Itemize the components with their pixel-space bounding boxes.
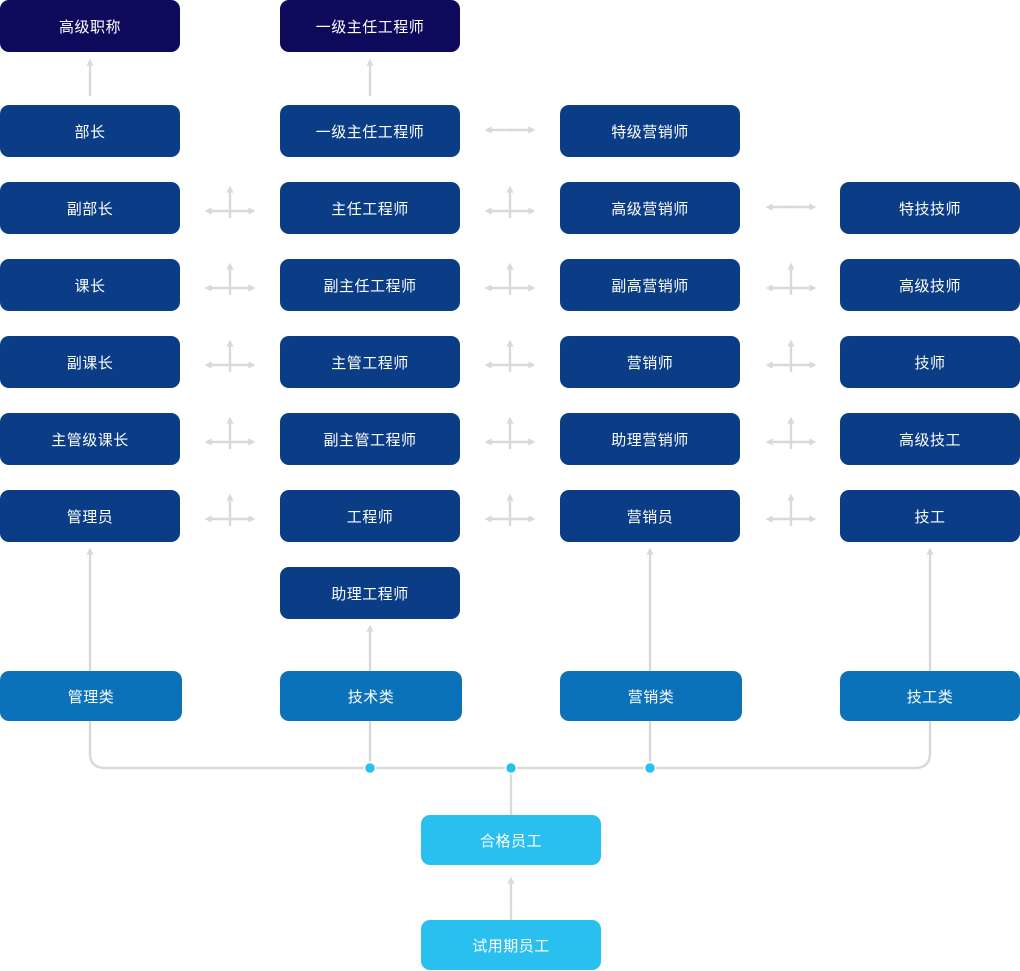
capstone-node-senior-title[interactable]: 高级职称 [0, 0, 180, 52]
node-label: 副主管工程师 [323, 431, 417, 449]
ladder-node-craft-r2[interactable]: 高级技师 [840, 259, 1020, 311]
ladder-node-management-r5[interactable]: 管理员 [0, 490, 180, 542]
node-label: 一级主任工程师 [315, 18, 425, 36]
category-node-marketing[interactable]: 营销类 [560, 671, 742, 721]
ladder-node-marketing-r3[interactable]: 营销师 [560, 336, 740, 388]
ladder-node-craft-r3[interactable]: 技师 [840, 336, 1020, 388]
ladder-node-technical-r1[interactable]: 主任工程师 [280, 182, 460, 234]
ladder-node-craft-r5[interactable]: 技工 [840, 490, 1020, 542]
ladder-node-craft-r1[interactable]: 特技技师 [840, 182, 1020, 234]
ladder-node-craft-r4[interactable]: 高级技工 [840, 413, 1020, 465]
ladder-node-technical-r5[interactable]: 工程师 [280, 490, 460, 542]
node-label: 高级职称 [58, 18, 121, 36]
entry-node-qualified-employee[interactable]: 合格员工 [421, 815, 601, 865]
ladder-node-technical-r2[interactable]: 副主任工程师 [280, 259, 460, 311]
node-label: 副主任工程师 [323, 277, 417, 295]
node-label: 副部长 [66, 200, 114, 218]
ladder-node-technical-r4[interactable]: 副主管工程师 [280, 413, 460, 465]
node-label: 副高营销师 [611, 277, 689, 295]
node-label: 部长 [74, 123, 106, 141]
ladder-node-marketing-r4[interactable]: 助理营销师 [560, 413, 740, 465]
ladder-node-technical-r0[interactable]: 一级主任工程师 [280, 105, 460, 157]
ladder-node-management-r0[interactable]: 部长 [0, 105, 180, 157]
node-label: 主管级课长 [51, 431, 129, 449]
node-label: 合格员工 [479, 832, 542, 850]
category-label: 营销类 [627, 688, 675, 706]
node-label: 技工 [914, 508, 946, 526]
node-label: 技师 [914, 354, 946, 372]
ladder-node-marketing-r5[interactable]: 营销员 [560, 490, 740, 542]
node-label: 营销师 [626, 354, 674, 372]
node-label: 管理员 [66, 508, 114, 526]
capstone-node-chief-engineer-level1[interactable]: 一级主任工程师 [280, 0, 460, 52]
node-label: 高级技工 [898, 431, 961, 449]
ladder-node-marketing-r0[interactable]: 特级营销师 [560, 105, 740, 157]
node-label: 工程师 [346, 508, 394, 526]
ladder-node-management-r4[interactable]: 主管级课长 [0, 413, 180, 465]
node-label: 助理营销师 [611, 431, 689, 449]
node-label: 特技技师 [898, 200, 961, 218]
node-label: 课长 [74, 277, 106, 295]
entry-node-probation-employee[interactable]: 试用期员工 [421, 920, 601, 970]
node-label: 副课长 [66, 354, 114, 372]
node-label: 一级主任工程师 [315, 123, 425, 141]
node-label: 主管工程师 [331, 354, 409, 372]
ladder-node-management-r2[interactable]: 课长 [0, 259, 180, 311]
node-label: 特级营销师 [611, 123, 689, 141]
category-label: 管理类 [67, 688, 115, 706]
bus-junction-dots [363, 761, 657, 775]
node-label: 试用期员工 [472, 937, 550, 955]
node-label: 助理工程师 [331, 585, 409, 603]
category-label: 技术类 [347, 688, 395, 706]
ladder-node-technical-r3[interactable]: 主管工程师 [280, 336, 460, 388]
ladder-node-management-r1[interactable]: 副部长 [0, 182, 180, 234]
category-node-technical[interactable]: 技术类 [280, 671, 462, 721]
node-label: 高级营销师 [611, 200, 689, 218]
ladder-node-management-r3[interactable]: 副课长 [0, 336, 180, 388]
ladder-node-marketing-r2[interactable]: 副高营销师 [560, 259, 740, 311]
category-node-management[interactable]: 管理类 [0, 671, 182, 721]
category-label: 技工类 [906, 688, 954, 706]
node-label: 营销员 [626, 508, 674, 526]
node-label: 主任工程师 [331, 200, 409, 218]
ladder-node-technical-r6[interactable]: 助理工程师 [280, 567, 460, 619]
node-label: 高级技师 [898, 277, 961, 295]
ladder-node-marketing-r1[interactable]: 高级营销师 [560, 182, 740, 234]
category-node-craft[interactable]: 技工类 [840, 671, 1020, 721]
